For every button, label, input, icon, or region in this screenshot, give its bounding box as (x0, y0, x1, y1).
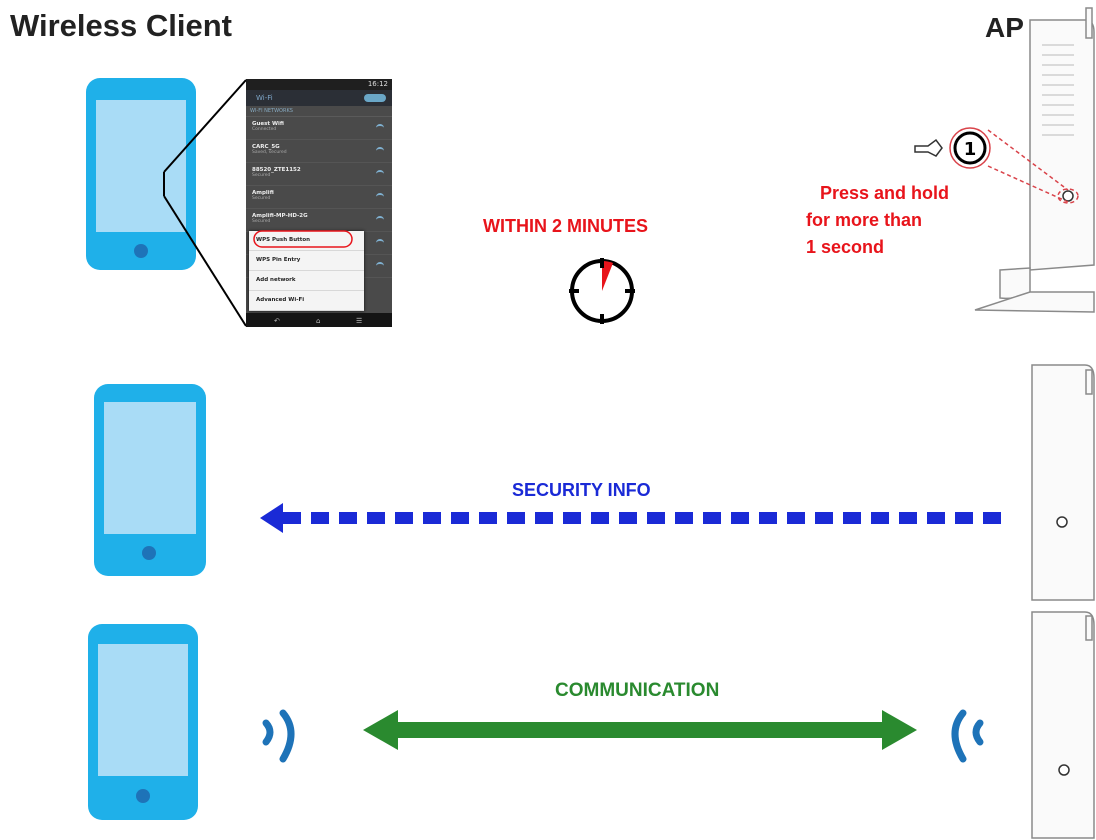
wps-highlight-overlay (253, 230, 353, 248)
press-line-3: 1 second (806, 237, 885, 257)
menu-icon[interactable]: ☰ (356, 317, 363, 325)
home-icon[interactable]: ⌂ (316, 317, 321, 325)
network-status: Connected (252, 127, 277, 132)
network-name: Guest Wifi (252, 121, 285, 127)
network-item[interactable]: CARC_5G Saved, secured (246, 140, 392, 163)
svg-text:1: 1 (964, 139, 977, 160)
network-item[interactable]: Guest Wifi Connected (246, 117, 392, 140)
wifi-title-bar: Wi-Fi (246, 90, 392, 106)
phone-icon-row1 (86, 78, 196, 270)
wifi-signal-icon (376, 124, 384, 132)
network-name: CARC_5G (252, 144, 280, 150)
status-time: 16:12 (367, 80, 388, 88)
menu-item-wps-push-button[interactable]: WPS Push Button (249, 231, 364, 251)
wifi-signal-icon (376, 216, 384, 224)
wps-zoom-dashes (987, 129, 1079, 204)
network-name: Amplifi-MP-HD-2G (252, 213, 308, 219)
menu-item-add-network[interactable]: Add network (249, 271, 364, 291)
clock-icon (569, 258, 635, 324)
network-status: Secured (252, 196, 271, 201)
network-status: Saved, secured (252, 150, 287, 155)
press-and-hold-label: Press and hold for more than 1 second (806, 180, 950, 261)
wps-button-icon: 1 (949, 127, 991, 169)
menu-item-wps-pin-entry[interactable]: WPS Pin Entry (249, 251, 364, 271)
phone-icon-row3 (88, 624, 198, 820)
communication-label: COMMUNICATION (555, 680, 720, 701)
security-info-label: SECURITY INFO (512, 480, 651, 500)
phone-icon-row2 (94, 384, 206, 576)
network-status: Secured (252, 219, 271, 224)
android-nav-bar: ↶ ⌂ ☰ (246, 313, 392, 327)
wifi-signal-icon (376, 170, 384, 178)
ap-device-row3 (1031, 611, 1095, 839)
zoom-callout-lines (163, 79, 247, 327)
communication-arrow (363, 710, 917, 750)
wifi-signal-icon (376, 262, 384, 270)
ap-title: AP (985, 12, 1024, 43)
wifi-signal-icon-right (951, 709, 984, 763)
ap-device-row2 (1031, 364, 1095, 601)
wifi-signal-icon (376, 239, 384, 247)
security-info-arrow (260, 503, 1005, 533)
wifi-context-menu: WPS Push Button WPS Pin Entry Add networ… (249, 231, 364, 311)
network-item[interactable]: Amplifi Secured (246, 186, 392, 209)
status-bar: 16:12 (246, 79, 392, 90)
wifi-section-header: WI-FI NETWORKS (246, 106, 392, 117)
back-icon[interactable]: ↶ (274, 317, 280, 325)
wifi-toggle[interactable] (364, 94, 386, 102)
wireless-client-title: Wireless Client (10, 8, 232, 43)
network-item[interactable]: 88520_ZTE1152 Secured (246, 163, 392, 186)
android-wifi-screenshot: 16:12 Wi-Fi WI-FI NETWORKS Guest Wifi Co… (246, 79, 392, 327)
menu-item-advanced-wifi[interactable]: Advanced Wi-Fi (249, 291, 364, 311)
network-name: Amplifi (252, 190, 274, 196)
pointer-hand-icon (914, 138, 943, 157)
wifi-signal-icon (376, 147, 384, 155)
wifi-signal-icon (376, 193, 384, 201)
wifi-bar-title: Wi-Fi (256, 94, 273, 102)
press-line-2: for more than (806, 210, 923, 230)
network-name: 88520_ZTE1152 (252, 167, 301, 173)
network-status: Secured (252, 173, 271, 178)
press-line-1: Press and hold (820, 183, 950, 203)
wifi-signal-icon-left (262, 709, 295, 763)
within-2-minutes-label: WITHIN 2 MINUTES (483, 216, 648, 236)
ap-device-row1 (974, 7, 1095, 313)
